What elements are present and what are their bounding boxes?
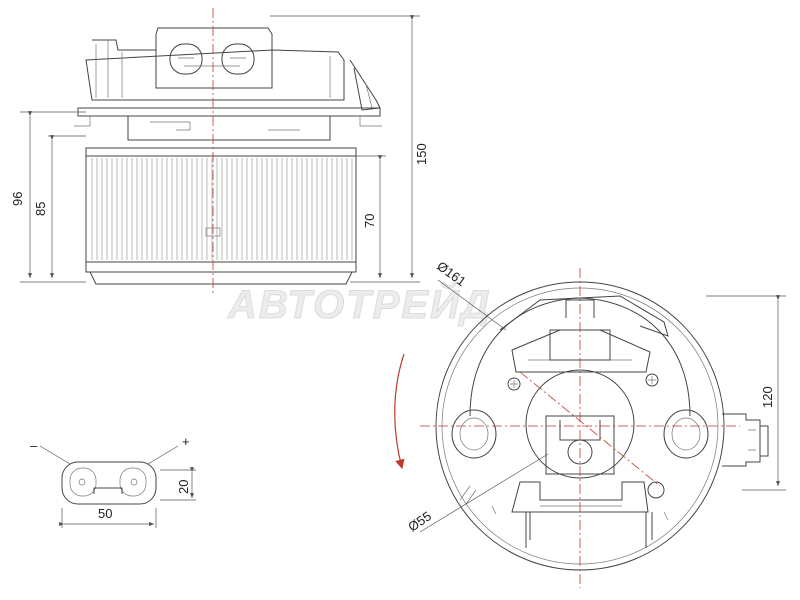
dimension-70: 70: [362, 214, 377, 228]
top-dimensions: [419, 279, 786, 533]
rotation-arrow: [394, 353, 405, 470]
dimension-diameter-55: Ø55: [405, 508, 434, 534]
dimension-120: 120: [760, 386, 775, 408]
dimension-20: 20: [176, 480, 191, 494]
minus-label: –: [30, 438, 38, 453]
plus-label: +: [182, 434, 190, 449]
fan-blades: [91, 158, 353, 260]
dimension-150: 150: [414, 143, 429, 165]
dimension-50: 50: [98, 506, 112, 521]
connector-view: [39, 445, 196, 528]
dimension-96: 96: [10, 192, 25, 206]
side-view: [74, 27, 382, 285]
side-dimensions: [20, 15, 420, 283]
dimension-85: 85: [33, 202, 48, 216]
watermark: АВТОТРЕЙД: [227, 280, 492, 327]
